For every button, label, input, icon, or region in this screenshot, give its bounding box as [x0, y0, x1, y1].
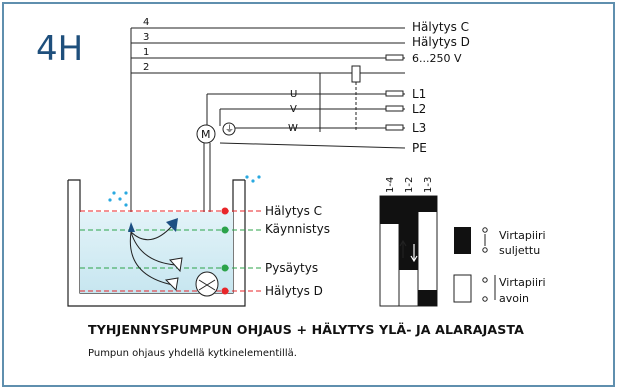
motor-label-m: M	[201, 128, 211, 141]
output-l1: L1	[412, 87, 426, 101]
level-dot-kaynnistys	[221, 226, 229, 234]
legend-closed-swatch	[454, 227, 471, 254]
phase-fuses	[385, 90, 404, 131]
terminal-label-2: 2	[143, 62, 149, 73]
contactor	[280, 65, 405, 132]
coil-icon	[351, 65, 361, 83]
legend-closed-line2: suljettu	[499, 244, 540, 257]
legend-open-swatch	[453, 274, 472, 303]
level-dot-pysaytys	[221, 264, 229, 272]
motor-label-u: U	[290, 89, 297, 100]
fuse-icon	[385, 54, 404, 61]
legend	[453, 227, 496, 303]
switch-col-1-3: 1-3	[423, 177, 434, 193]
level-label-pysaytys: Pysäytys	[265, 261, 318, 275]
motor-label-v: V	[290, 104, 297, 115]
float-switch	[128, 218, 183, 292]
level-dot-halytys-c	[221, 207, 229, 215]
pump-icon	[195, 271, 219, 297]
terminal-label-1: 1	[143, 47, 149, 58]
tank	[67, 179, 246, 307]
level-lines	[80, 210, 262, 292]
switch-col-1-2: 1-2	[404, 177, 415, 193]
level-label-kaynnistys: Käynnistys	[265, 222, 330, 236]
output-l3: L3	[412, 121, 426, 135]
legend-open-line1: Virtapiiri	[499, 276, 546, 289]
page-title: TYHJENNYSPUMPUN OHJAUS + HÄLYTYS YLÄ- JA…	[88, 322, 524, 337]
level-label-halytys-d: Hälytys D	[265, 284, 323, 298]
output-halytys-c: Hälytys C	[412, 20, 469, 34]
water-drops-icon	[108, 175, 261, 207]
switch-col-1-4: 1-4	[385, 177, 396, 193]
output-halytys-d: Hälytys D	[412, 35, 470, 49]
level-label-halytys-c: Hälytys C	[265, 204, 322, 218]
switch-chart	[379, 195, 438, 307]
page-subtitle: Pumpun ohjaus yhdellä kytkinelementillä.	[88, 348, 297, 359]
terminal-label-3: 3	[143, 32, 149, 43]
level-dot-halytys-d	[221, 287, 229, 295]
output-pe: PE	[412, 141, 427, 155]
legend-closed-line1: Virtapiiri	[499, 229, 546, 242]
output-l2: L2	[412, 102, 426, 116]
diagram-code: 4H	[36, 29, 83, 69]
terminal-lines	[130, 27, 405, 222]
output-voltage: 6...250 V	[412, 52, 462, 65]
legend-open-line2: avoin	[499, 292, 529, 305]
terminal-label-4: 4	[143, 17, 149, 28]
ground-icon: ⏚	[225, 124, 234, 135]
motor-label-w: W	[288, 123, 298, 134]
